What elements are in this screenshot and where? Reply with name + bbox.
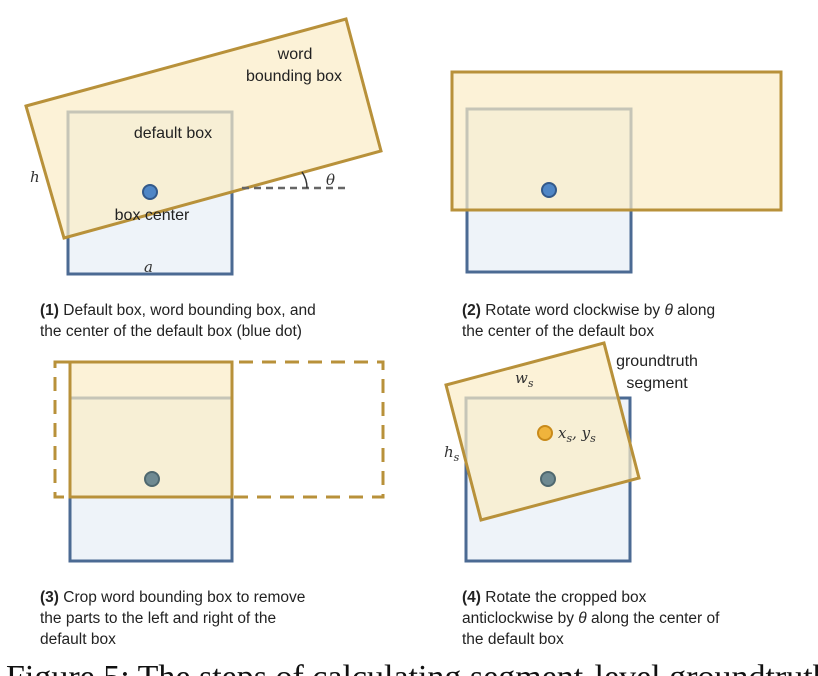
- panel-1: word bounding box default box box center…: [24, 17, 383, 340]
- caption-4-line3: the default box: [462, 631, 564, 648]
- panel-3: (3) Crop word bounding box to remove the…: [40, 360, 385, 648]
- caption-1-line1: (1) Default box, word bounding box, and: [40, 302, 316, 319]
- box-center-label: box center: [115, 207, 190, 224]
- caption-1-line2: the center of the default box (blue dot): [40, 323, 302, 340]
- segment-height-label: hs: [444, 443, 460, 464]
- word-bounding-box-rotated: [450, 70, 783, 212]
- caption-4-line1: (4) Rotate the cropped box: [462, 589, 647, 606]
- angle-label: θ: [326, 171, 335, 189]
- default-box-center-dot: [142, 184, 158, 200]
- caption-3-line2: the parts to the left and right of the: [40, 610, 276, 627]
- segment-label-line2: segment: [626, 375, 688, 392]
- word-box-label-line1: word: [277, 46, 313, 63]
- default-box-center-dot: [540, 471, 556, 487]
- caption-3-line3: default box: [40, 631, 116, 648]
- segment-center-label: xs, ys: [558, 424, 596, 445]
- word-box-label-line2: bounding box: [246, 68, 342, 85]
- segment-label-line1: groundtruth: [616, 353, 698, 370]
- panel-4: groundtruth segment ws hs xs, ys (4) Rot…: [444, 341, 720, 648]
- height-label: h: [30, 168, 40, 186]
- caption-2-line1: (2) Rotate word clockwise by θ along: [462, 302, 715, 319]
- caption-2-line2: the center of the default box: [462, 323, 654, 340]
- caption-4-line2: anticlockwise by θ along the center of: [462, 610, 720, 627]
- width-label: a: [144, 258, 153, 276]
- angle-arc: [301, 171, 308, 189]
- segment-width-label: ws: [515, 369, 534, 390]
- original-word-box-dashed: [53, 360, 385, 499]
- panel-2: (2) Rotate word clockwise by θ along the…: [450, 70, 783, 340]
- figure-caption: Figure 5: The steps of calculating segme…: [6, 659, 818, 676]
- caption-3-line1: (3) Crop word bounding box to remove: [40, 589, 305, 606]
- default-box-center-dot: [144, 471, 160, 487]
- segment-center-dot: [537, 425, 553, 441]
- default-box-center-dot: [541, 182, 557, 198]
- default-box-label: default box: [134, 125, 212, 142]
- word-bounding-box: [24, 17, 383, 240]
